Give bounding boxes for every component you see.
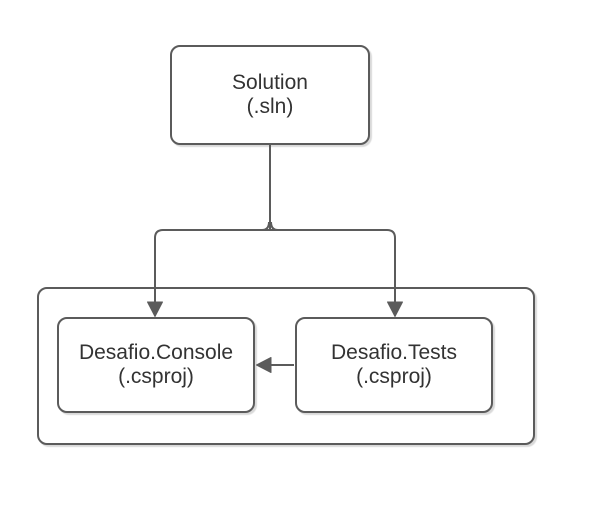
node-desafio-console: Desafio.Console (.csproj) (57, 317, 255, 413)
node-desafio-console-subtitle: (.csproj) (118, 365, 194, 388)
node-solution-title: Solution (232, 71, 308, 94)
connector-junction-fillet-right (270, 221, 279, 231)
node-desafio-tests-subtitle: (.csproj) (356, 365, 432, 388)
node-solution: Solution (.sln) (170, 45, 370, 145)
node-desafio-console-title: Desafio.Console (78, 341, 234, 364)
node-solution-subtitle: (.sln) (246, 95, 294, 118)
node-desafio-tests-title: Desafio.Tests (330, 341, 458, 364)
connector-junction-fillet-left (261, 221, 270, 231)
node-desafio-tests: Desafio.Tests (.csproj) (295, 317, 493, 413)
